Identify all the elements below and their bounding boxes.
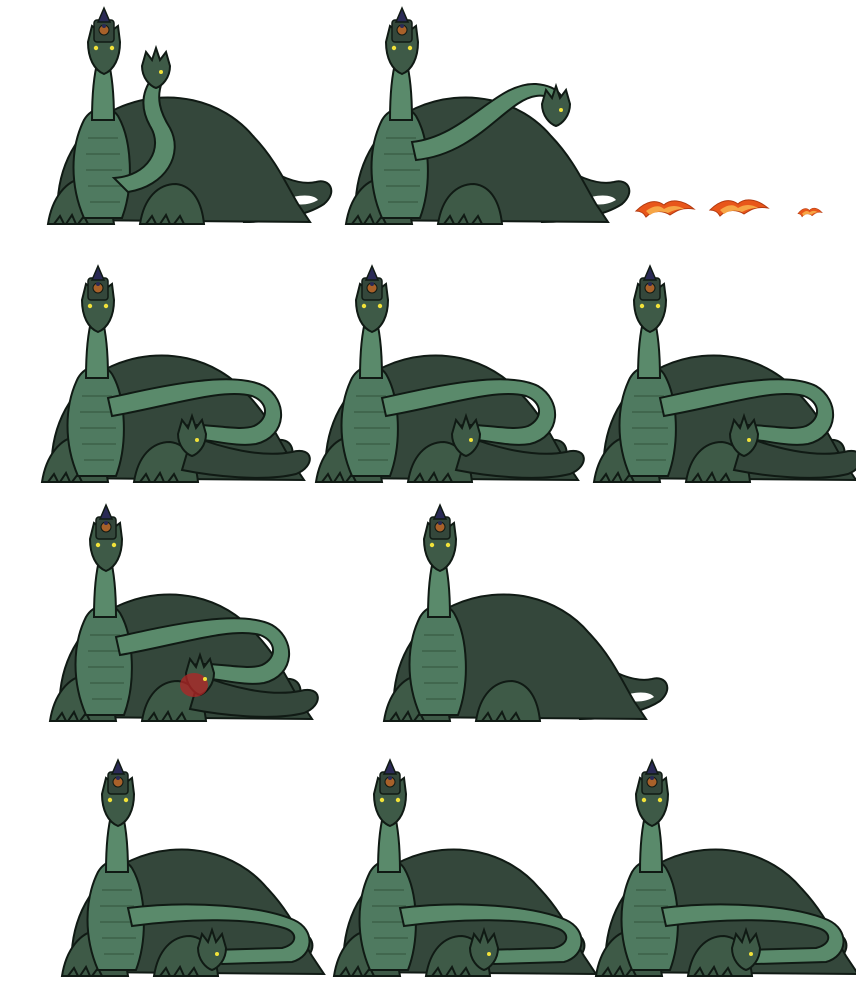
dragon-sprite-frame-6 xyxy=(48,503,320,725)
fire-effect-2-icon xyxy=(708,196,770,222)
fire-effect-3-icon xyxy=(797,203,823,222)
dragon-sprite-frame-2 xyxy=(344,6,631,228)
dragon-sprite-frame-9 xyxy=(332,758,604,980)
dragon-sprite-frame-1 xyxy=(46,6,333,228)
dragon-sprite-frame-8 xyxy=(60,758,332,980)
dragon-sprite-frame-3 xyxy=(40,264,312,486)
fire-effect-1-icon xyxy=(634,197,696,223)
dragon-sprite-frame-10 xyxy=(594,758,856,980)
dragon-sprite-frame-4 xyxy=(314,264,586,486)
dragon-sprite-frame-7 xyxy=(382,503,669,725)
dragon-sprite-frame-5 xyxy=(592,264,856,486)
